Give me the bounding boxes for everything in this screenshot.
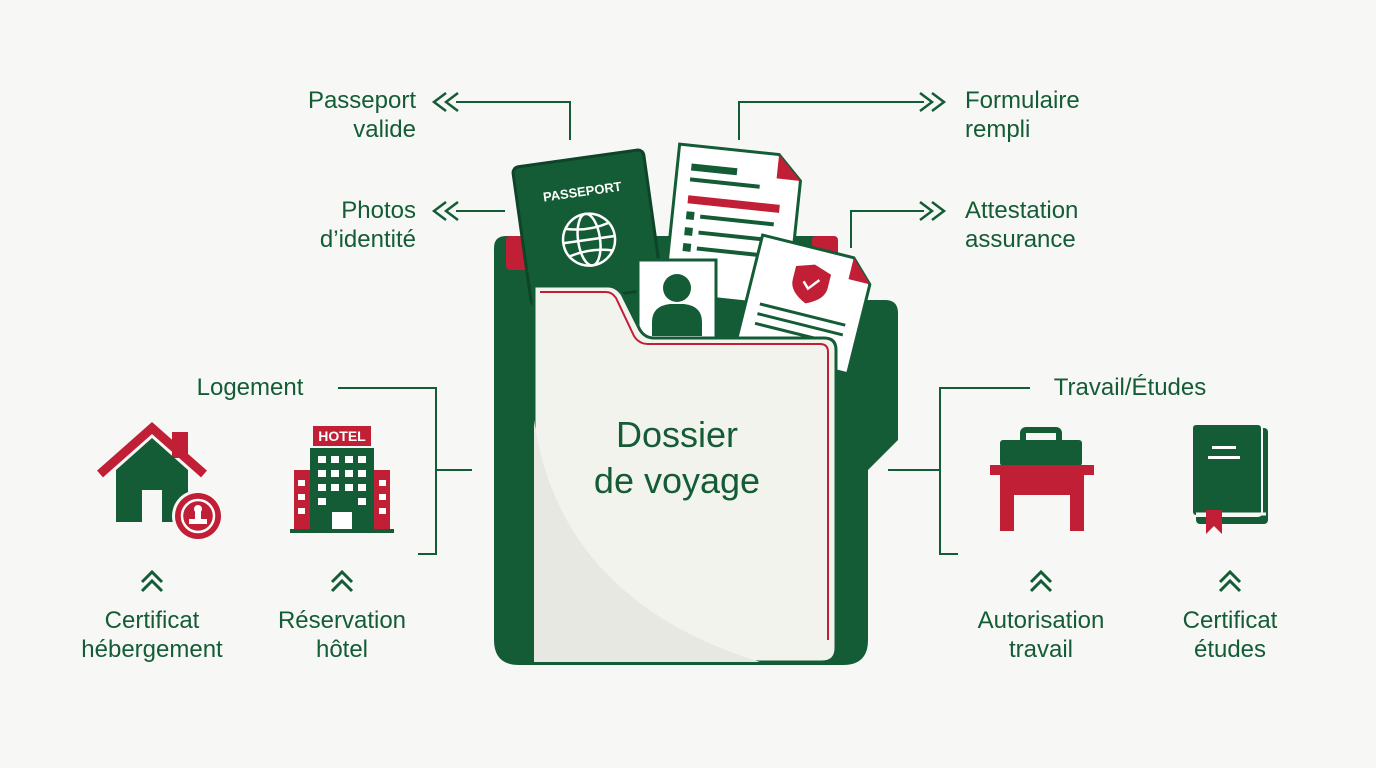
housing-group-label: Logement <box>196 374 304 401</box>
work-bracket <box>888 387 1030 555</box>
photos-label: Photos d’identité <box>319 197 416 253</box>
chevron-up-icon <box>1218 569 1242 593</box>
passport-label: Passeport valide <box>307 87 416 143</box>
connector-insurance <box>850 201 947 248</box>
hotel-icon: HOTEL <box>290 426 394 533</box>
folder-title: Dossier de voyage <box>560 412 794 504</box>
passport-icon: PASSEPORT <box>511 148 664 307</box>
chevron-up-icon <box>140 569 164 593</box>
housing-certificate-label: Certificat hébergement <box>81 607 223 663</box>
hotel-reservation-label: Réservation hôtel <box>277 607 407 663</box>
connector-photos <box>431 201 505 221</box>
id-photo-icon <box>636 258 718 340</box>
book-icon <box>1191 423 1268 534</box>
housing-bracket <box>338 387 472 555</box>
folder-front <box>532 284 838 664</box>
work-study-group-label: Travail/Études <box>1053 374 1207 401</box>
house-stamp-icon <box>97 421 224 542</box>
hotel-sign-text: HOTEL <box>318 428 366 444</box>
briefcase-desk-icon <box>990 427 1094 531</box>
chevron-up-icon <box>330 569 354 593</box>
folder-title-line-2: de voyage <box>593 460 761 501</box>
connector-form <box>738 92 947 140</box>
form-label: Formulaire rempli <box>965 87 1080 143</box>
work-authorization-label: Autorisation travail <box>977 607 1105 663</box>
folder-title-line-1: Dossier <box>615 414 739 455</box>
chevron-up-icon <box>1029 569 1053 593</box>
insurance-document-icon <box>733 233 872 376</box>
study-certificate-label: Certificat études <box>1182 607 1278 663</box>
connector-passport <box>431 92 571 140</box>
insurance-label: Attestation assurance <box>965 197 1079 253</box>
